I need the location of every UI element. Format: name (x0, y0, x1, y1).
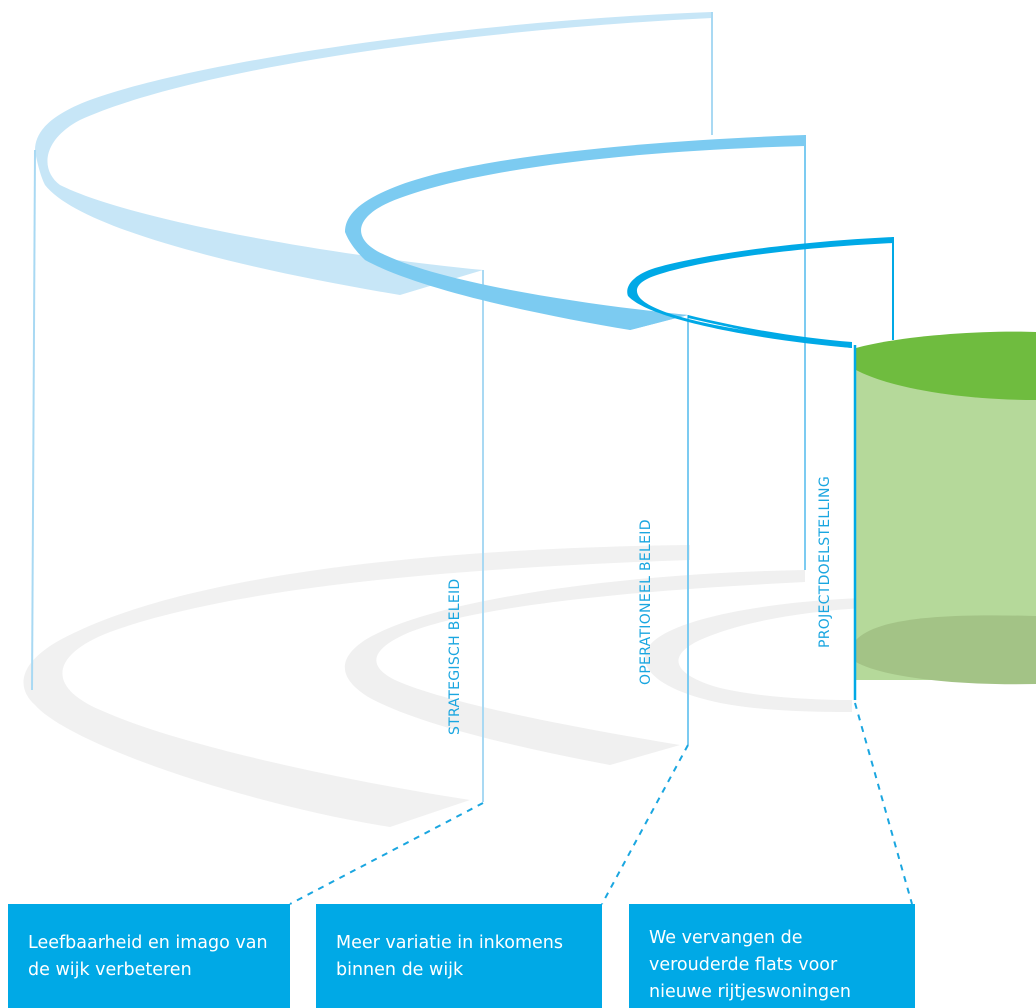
cylinder-bottom (856, 615, 1036, 685)
description-box-project: We vervangen de verouderde flats voor ni… (629, 904, 915, 1008)
ribbon-project-lower (688, 315, 852, 348)
label-strategic: STRATEGISCH BELEID (447, 578, 463, 735)
connector-strategic (289, 802, 484, 905)
description-operational-line-1: Meer variatie in inkomens (336, 933, 564, 953)
shadow-project (645, 598, 862, 712)
connector-operational (601, 744, 689, 905)
cylinder-body (856, 348, 1036, 680)
description-project-line-3: nieuwe rijtjeswoningen (649, 982, 852, 1002)
description-strategic-line-1: Leefbaarheid en imago van (28, 933, 268, 953)
label-operational: OPERATIONEEL BELEID (638, 519, 654, 685)
connector-project (854, 702, 913, 905)
ribbon-operational-lower (483, 285, 688, 330)
ribbon-operational-top (345, 135, 805, 330)
ribbon-project-top (627, 237, 893, 348)
description-operational-line-2: binnen de wijk (336, 960, 464, 980)
ribbon-project (627, 237, 894, 700)
goal-cylinder (856, 331, 1036, 685)
ribbon-operational (345, 135, 806, 745)
shadow-operational (344, 570, 805, 765)
ribbon-strategic (31, 12, 713, 802)
shadow-strategic (23, 545, 690, 827)
description-strategic-line-2: de wijk verbeteren (28, 960, 192, 980)
connectors (289, 702, 913, 905)
description-project-line-2: verouderde flats voor (649, 955, 838, 975)
description-box-operational: Meer variatie in inkomens binnen de wijk (316, 904, 602, 1008)
cylinder-top (856, 331, 1036, 400)
floor-shadows (23, 545, 862, 827)
description-box-strategic: Leefbaarheid en imago van de wijk verbet… (8, 904, 290, 1008)
description-project-line-1: We vervangen de (649, 928, 803, 948)
label-project: PROJECTDOELSTELLING (817, 476, 833, 648)
